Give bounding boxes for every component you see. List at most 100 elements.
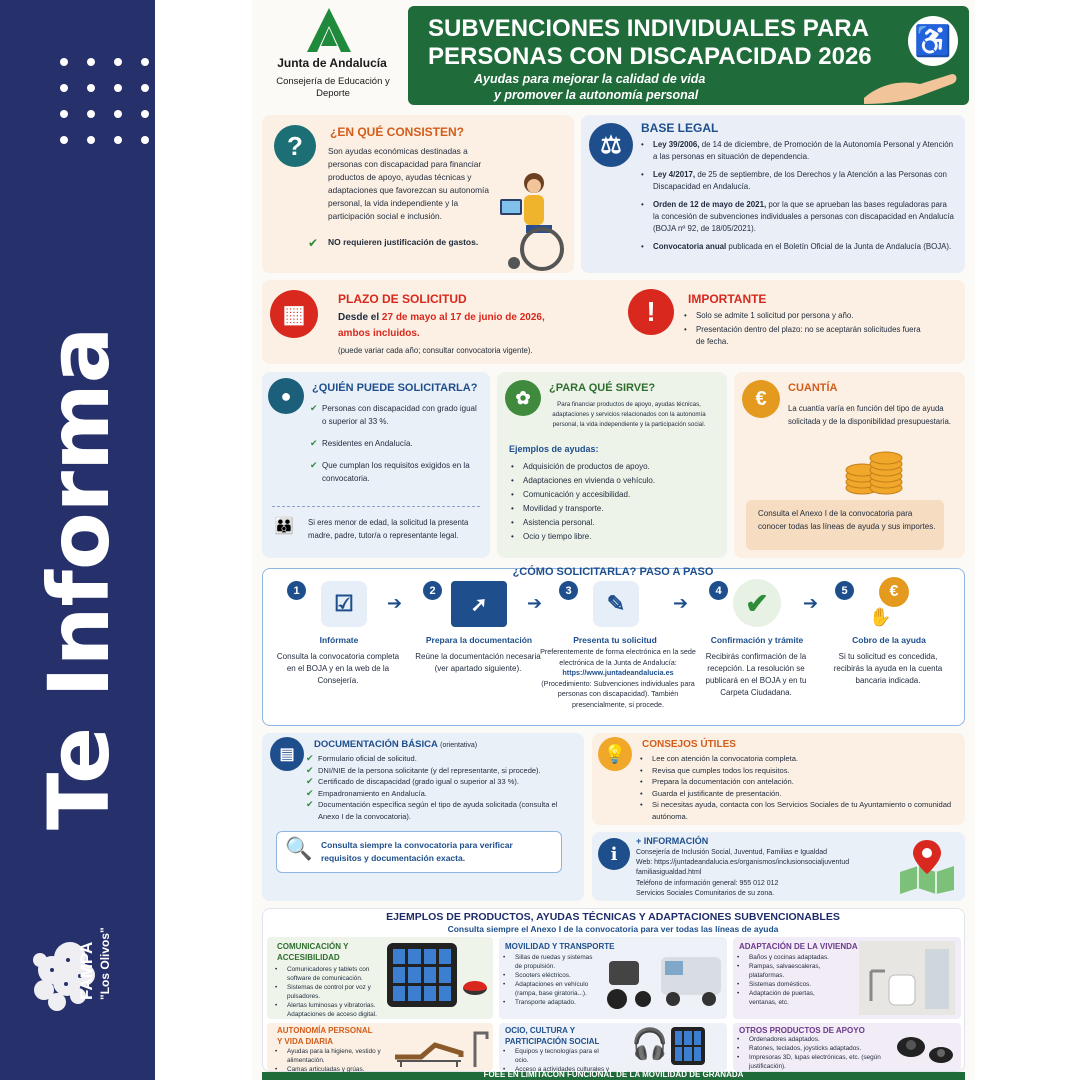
documentacion-list: Formulario oficial de solicitud. DNI/NIE… xyxy=(304,753,576,822)
document-edit-icon: ✎ xyxy=(593,581,639,627)
ejemplo-panel-list: Ordenadores adaptados. Ratones, teclados… xyxy=(735,1035,885,1071)
info-title: + INFORMACIÓN xyxy=(636,836,709,846)
lightbulb-icon: 💡 xyxy=(598,737,632,771)
plazo-title: PLAZO DE SOLICITUD xyxy=(338,292,467,306)
ejemplos-title: EJEMPLOS DE PRODUCTOS, AYUDAS TÉCNICAS Y… xyxy=(386,911,840,923)
ejemplo-item: Impresoras 3D, lupas electrónicas, etc. … xyxy=(735,1053,885,1071)
hand-icon xyxy=(864,74,957,104)
importante-title: IMPORTANTE xyxy=(688,292,767,306)
quien-card: ● ¿QUIÉN PUEDE SOLICITARLA? Personas con… xyxy=(262,372,490,558)
title-line2: PERSONAS CON DISCAPACIDAD 2026 xyxy=(428,43,872,70)
para-que-card: ✿ ¿PARA QUÉ SIRVE? Para financiar produc… xyxy=(497,372,727,558)
wheelchair-icon: ♿ xyxy=(908,16,958,66)
ejemplo-item: Adaptaciones en vehículo (rampa, base gi… xyxy=(501,980,597,998)
consejos-item: Si necesitas ayuda, contacta con los Ser… xyxy=(638,799,956,822)
ejemplo-item: Transporte adaptado. xyxy=(501,998,597,1007)
pasos-title: ¿CÓMO SOLICITARLA? PASO A PASO xyxy=(512,566,714,578)
ejemplo-item: Sistemas domésticos. xyxy=(735,980,833,989)
step-text: Consulta la convocatoria completa en el … xyxy=(276,652,400,685)
importante-item: Presentación dentro del plazo: no se ace… xyxy=(682,324,928,348)
ejemplo-item: Adaptación de puertas, ventanas, etc. xyxy=(735,989,833,1007)
ejemplo-item: Alertas luminosas y vibratorias. Adaptac… xyxy=(273,1001,383,1019)
ejemplo-panel-list: Sillas de ruedas y sistemas de propulsió… xyxy=(501,953,597,1007)
ejemplo-panel-title: OTROS PRODUCTOS DE APOYO xyxy=(739,1026,865,1035)
step-title: Confirmación y trámite xyxy=(710,635,804,645)
ejemplo-panel-title: COMUNICACIÓN Y ACCESIBILIDAD xyxy=(277,942,349,962)
ejemplo-item: Rampas, salvaescaleras, plataformas. xyxy=(735,962,833,980)
hands-plant-icon: ✿ xyxy=(505,380,541,416)
ejemplo-panel: COMUNICACIÓN Y ACCESIBILIDAD Comunicador… xyxy=(267,937,493,1019)
sede-link[interactable]: https://www.juntadeandalucia.es xyxy=(562,668,674,677)
ejemplo-panel: MOVILIDAD Y TRANSPORTE Sillas de ruedas … xyxy=(499,937,727,1019)
para-que-item: Comunicación y accesibilidad. xyxy=(509,488,719,502)
plazo-dates-line: Desde el 27 de mayo al 17 de junio de 20… xyxy=(338,312,545,323)
para-que-item: Ocio y tiempo libre. xyxy=(509,530,719,544)
step-title: Presenta tu solicitud xyxy=(573,635,657,645)
step-text: Si tu solicitud es concedida, recibirás … xyxy=(833,652,943,685)
te-informa-title: Te Informa xyxy=(30,326,128,830)
monitor-icon: ➚ xyxy=(451,581,507,627)
ejemplo-panel-title: AUTONOMÍA PERSONAL Y VIDA DIARIA xyxy=(277,1026,373,1046)
step-number: 5 xyxy=(835,581,854,600)
step-number: 3 xyxy=(559,581,578,600)
wheelchair-van-icon xyxy=(607,957,721,1009)
arrow-right-icon: ➔ xyxy=(803,593,819,614)
info-line: Servicios Sociales Comunitarios de su zo… xyxy=(636,889,775,897)
euro-icon: € xyxy=(742,380,780,418)
callout-text: Consulta siempre la convocatoria para ve… xyxy=(321,840,513,863)
olive-tree-logo xyxy=(33,942,95,1011)
consejos-list: Lee con atención la convocatoria complet… xyxy=(638,753,956,822)
base-legal-list: Ley 39/2006, de 14 de diciembre, de Prom… xyxy=(639,139,955,253)
documentacion-item: DNI/NIE de la persona solicitante (y del… xyxy=(304,765,576,777)
fampa-label: FAMPA xyxy=(77,941,96,1000)
para-que-item: Adaptaciones en vivienda o vehículo. xyxy=(509,474,719,488)
ejemplo-panel-list: Comunicadores y tablets con software de … xyxy=(273,965,383,1019)
info-card: i + INFORMACIÓN Consejería de Inclusión … xyxy=(592,832,965,901)
ejemplo-panel-list: Ayudas para la higiene, vestido y alimen… xyxy=(273,1047,383,1074)
consejos-item: Lee con atención la convocatoria complet… xyxy=(638,753,956,765)
clipboard-icon: ☑ xyxy=(321,581,367,627)
ejemplos-subtitle: Consulta siempre el Anexo I de la convoc… xyxy=(447,924,779,934)
ejemplo-panel: ADAPTACIÓN DE LA VIVIENDA Baños y cocina… xyxy=(733,937,961,1019)
base-legal-item: Orden de 12 de mayo de 2021, por la que … xyxy=(639,199,955,235)
step-number: 4 xyxy=(709,581,728,600)
quien-list: Personas con discapacidad con grado igua… xyxy=(308,402,482,485)
divider xyxy=(272,506,480,507)
cuantia-card: € CUANTÍA La cuantía varía en función de… xyxy=(734,372,965,558)
ejemplo-item: Scooters eléctricos. xyxy=(501,971,597,980)
consisten-note: NO requieren justificación de gastos. xyxy=(328,237,479,247)
ejemplo-panel-title: OCIO, CULTURA Y PARTICIPACIÓN SOCIAL xyxy=(505,1026,600,1046)
subtitle-line2: y promover la autonomía personal xyxy=(494,88,699,102)
cuantia-title: CUANTÍA xyxy=(788,382,838,394)
junta-name: Junta de Andalucía xyxy=(277,56,387,70)
documentacion-card: ▤ DOCUMENTACIÓN BÁSICA (orientativa) For… xyxy=(262,733,584,901)
consejos-title: CONSEJOS ÚTILES xyxy=(642,739,736,750)
step-title: Cobro de la ayuda xyxy=(852,635,926,645)
plazo-note: (puede variar cada año; consultar convoc… xyxy=(338,346,533,355)
documentacion-item: Empadronamiento en Andalucía. xyxy=(304,788,576,800)
ejemplo-item: Ordenadores adaptados. xyxy=(735,1035,885,1044)
poster: Junta de Andalucía Consejería de Educaci… xyxy=(252,0,975,1080)
family-icon: 👪 xyxy=(274,516,294,535)
wheelchair-user-illustration xyxy=(500,173,564,271)
base-legal-item: Ley 4/2017, de 25 de septiembre, de los … xyxy=(639,169,955,193)
documentacion-item: Documentación específica según el tipo d… xyxy=(304,799,576,822)
check-icon: ✔ xyxy=(308,236,319,250)
quien-item: Residentes en Andalucía. xyxy=(308,437,482,450)
pasos-card: ¿CÓMO SOLICITARLA? PASO A PASO 1 ☑ Infór… xyxy=(262,566,965,726)
consisten-title: ¿EN QUÉ CONSISTEN? xyxy=(330,125,465,139)
switch-button-icon xyxy=(463,981,487,995)
title-banner: SUBVENCIONES INDIVIDUALES PARA PERSONAS … xyxy=(408,6,969,105)
para-que-examples-title: Ejemplos de ayudas: xyxy=(509,444,599,454)
documentacion-title: DOCUMENTACIÓN BÁSICA (orientativa) xyxy=(314,739,478,750)
checkmark-icon: ✔ xyxy=(733,579,781,627)
magnifier-icon: 🔍 xyxy=(285,837,313,862)
footer-text: FOEE EN LIMITACÓN FUNCIONAL DE LA MOVILI… xyxy=(483,1070,744,1078)
arrow-right-icon: ➔ xyxy=(673,593,689,614)
info-link[interactable]: Web: https://juntadeandalucia.es/organis… xyxy=(636,859,850,867)
junta-logo-icon xyxy=(307,8,351,52)
para-que-item: Adquisición de productos de apoyo. xyxy=(509,460,719,474)
quien-title: ¿QUIÉN PUEDE SOLICITARLA? xyxy=(312,382,478,394)
step-title: Infórmate xyxy=(319,635,359,645)
plazo-card: ▦ PLAZO DE SOLICITUD Desde el 27 de mayo… xyxy=(262,280,965,364)
